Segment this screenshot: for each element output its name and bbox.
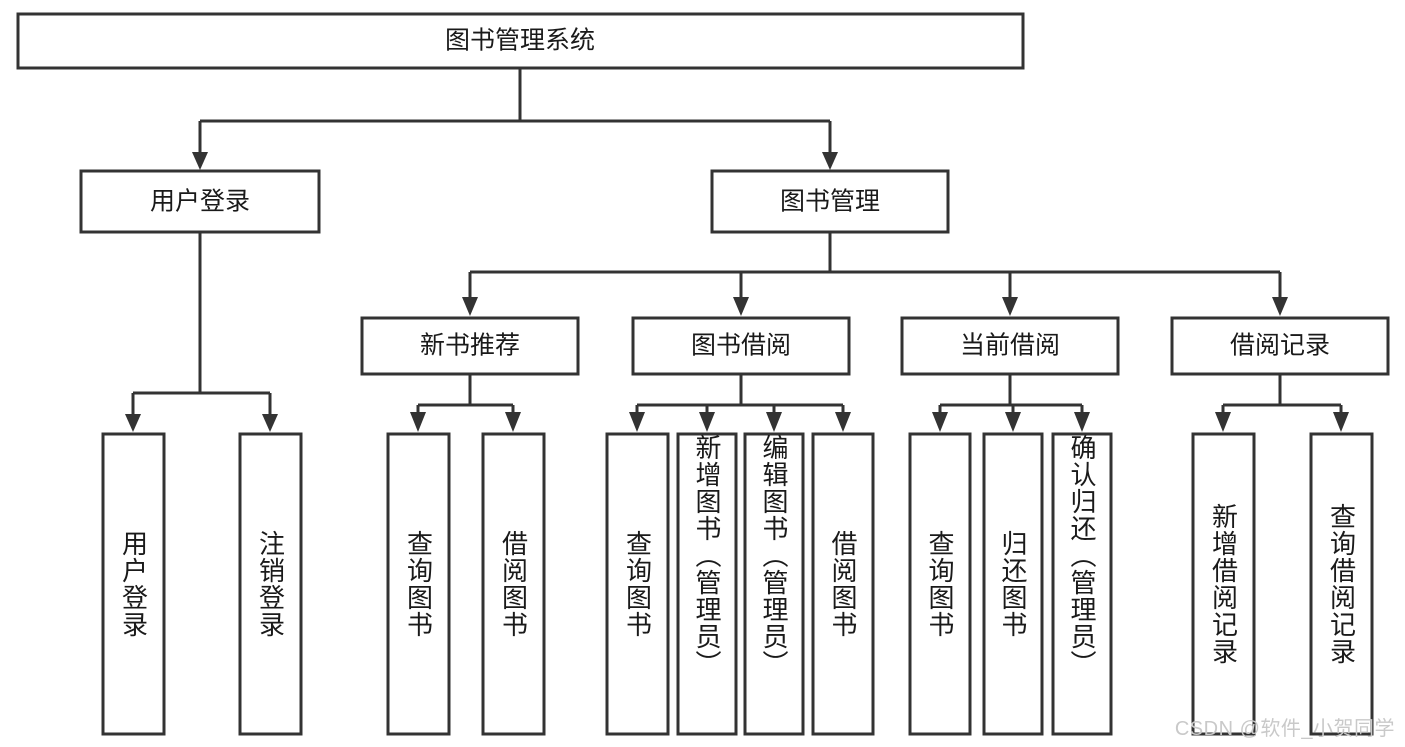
connector-user-login-children bbox=[125, 232, 278, 432]
leaf-box-add-book[interactable] bbox=[676, 432, 738, 736]
leaf-box-query-record[interactable] bbox=[1309, 432, 1374, 736]
connector-new-book-recommend-children bbox=[410, 374, 521, 432]
label-borrow-record: 借阅记录 bbox=[1230, 332, 1330, 360]
node-user-login-box[interactable] bbox=[79, 169, 321, 234]
connector-book-borrow-children bbox=[629, 374, 851, 432]
node-current-borrow-box[interactable] bbox=[900, 316, 1120, 376]
node-root[interactable] bbox=[16, 12, 1025, 70]
leaf-box-borrow-books-1[interactable] bbox=[481, 432, 546, 736]
leaf-box-add-record[interactable] bbox=[1191, 432, 1256, 736]
leaf-box-borrow-books-2[interactable] bbox=[811, 432, 875, 736]
label-root: 图书管理系统 bbox=[445, 27, 595, 55]
label-book-borrow: 图书借阅 bbox=[691, 332, 791, 360]
label-new-book-recommend: 新书推荐 bbox=[420, 332, 520, 360]
node-user-login[interactable] bbox=[79, 169, 321, 234]
leaf-box-logout-login[interactable] bbox=[238, 432, 303, 736]
connector-root-to-level2 bbox=[192, 68, 838, 170]
watermark-text: CSDN @软件_小贺同学 bbox=[1174, 718, 1395, 740]
label-current-borrow: 当前借阅 bbox=[960, 332, 1060, 360]
leaf-box-query-books-3[interactable] bbox=[908, 432, 972, 736]
node-new-book-recommend[interactable] bbox=[360, 316, 580, 376]
connector-book-management-groups bbox=[462, 232, 1288, 316]
connector-current-borrow-children bbox=[932, 374, 1090, 432]
node-root-box[interactable] bbox=[16, 12, 1025, 70]
leaf-box-user-login[interactable] bbox=[101, 432, 166, 736]
leaf-box-query-books-2[interactable] bbox=[605, 432, 670, 736]
leaf-box-return-book[interactable] bbox=[982, 432, 1044, 736]
label-book-management: 图书管理 bbox=[780, 188, 880, 216]
leaf-box-edit-book[interactable] bbox=[743, 432, 805, 736]
label-user-login: 用户登录 bbox=[150, 188, 250, 216]
connector-borrow-record-children bbox=[1215, 374, 1349, 432]
leaf-box-query-books-1[interactable] bbox=[386, 432, 451, 736]
leaf-box-confirm-return[interactable] bbox=[1051, 432, 1113, 736]
node-new-book-recommend-box[interactable] bbox=[360, 316, 580, 376]
node-current-borrow[interactable] bbox=[900, 316, 1120, 376]
